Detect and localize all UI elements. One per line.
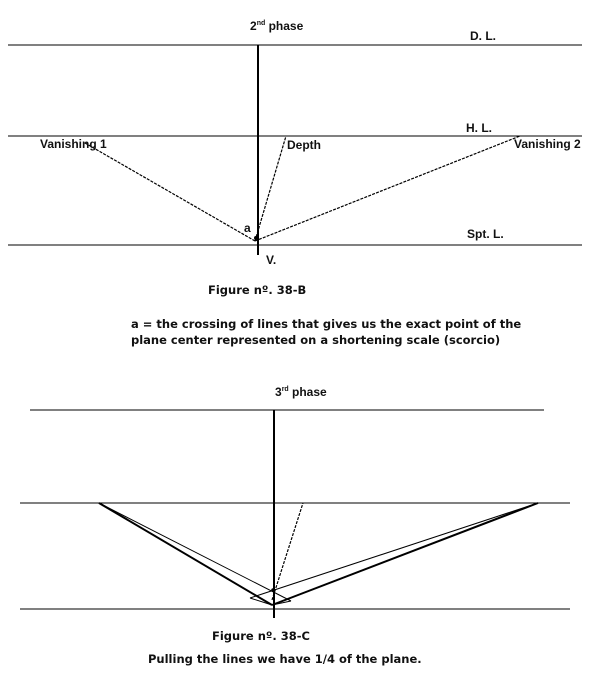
figure-38c-caption: Figure nº. 38-C <box>212 629 310 643</box>
outer-line-right <box>271 502 539 606</box>
line-to-depth <box>254 135 287 242</box>
vanishing-1-label: Vanishing 1 <box>40 137 107 151</box>
crossing-point-c <box>271 588 275 592</box>
phase-title-b: 2nd phase <box>250 19 304 33</box>
crossing-point-a <box>254 236 258 240</box>
spt-label: Spt. L. <box>467 227 504 241</box>
dl-label: D. L. <box>470 29 496 43</box>
depth-line-c <box>271 502 304 601</box>
note-line-2: plane center represented on a shortening… <box>131 333 500 347</box>
quarter-edge-right <box>271 600 292 606</box>
note-line-1: a = the crossing of lines that gives us … <box>131 317 521 331</box>
outer-line-left <box>98 502 273 606</box>
figure-38b-caption: Figure nº. 38-B <box>208 283 306 297</box>
inner-line-right <box>249 502 539 599</box>
figure-38b: 2nd phase D. L. H. L. Spt. L. Vanishing … <box>8 19 582 347</box>
hl-label: H. L. <box>466 121 492 135</box>
figure-38c: 3rd phase Figure nº. 38-C Pulling the li… <box>20 385 570 666</box>
depth-label: Depth <box>287 138 321 152</box>
v-label: V. <box>266 253 276 267</box>
inner-line-left <box>98 502 292 602</box>
quarter-edge-left <box>249 597 273 606</box>
line-to-vanishing-1 <box>84 142 256 242</box>
figure-38c-note: Pulling the lines we have 1/4 of the pla… <box>148 652 422 666</box>
a-label: a <box>244 221 251 235</box>
vanishing-2-label: Vanishing 2 <box>514 137 581 151</box>
phase-title-c: 3rd phase <box>275 385 327 399</box>
line-to-vanishing-2 <box>254 135 521 242</box>
